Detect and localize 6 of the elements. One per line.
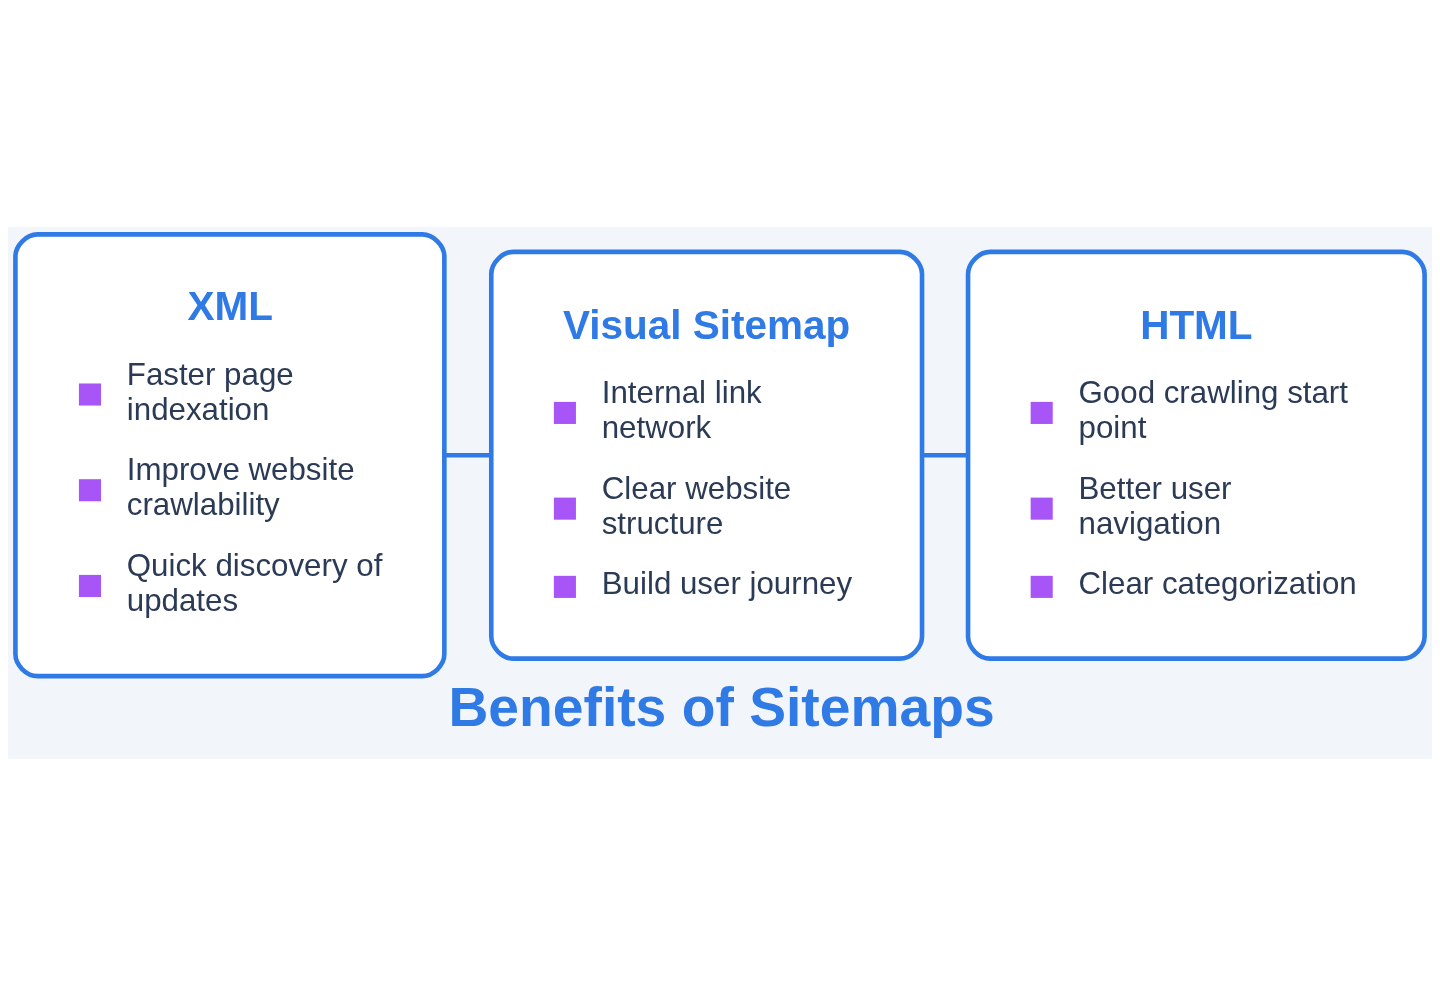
diagram-title: Benefits of Sitemaps — [448, 675, 995, 738]
node-box: Visual Sitemap Internal link network Clear website structure Build user journey — [488, 249, 925, 661]
node-box: HTML Good crawling start point Better user navigation Clear categorization — [965, 249, 1427, 661]
connector — [444, 452, 492, 458]
connector — [922, 452, 968, 458]
node-box: XML Faster page indexation Improve website crawlability Quick discovery of updates — [13, 232, 447, 679]
